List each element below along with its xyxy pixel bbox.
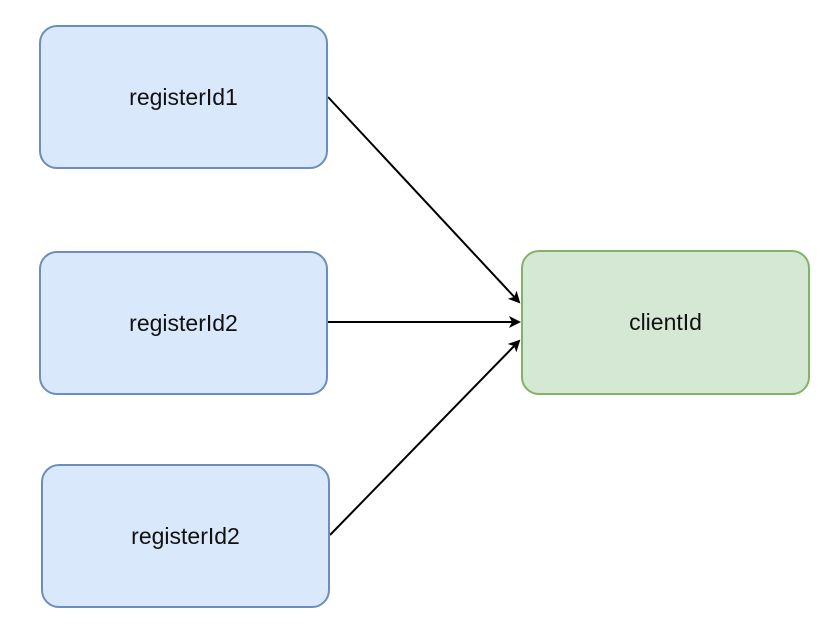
node-label: clientId: [629, 309, 702, 335]
node-label: registerId2: [131, 522, 240, 549]
edge-registerid1-to-clientid: [327, 96, 521, 304]
node-registerid1[interactable]: registerId1: [39, 25, 328, 169]
node-label: registerId1: [129, 83, 238, 110]
node-registerid2[interactable]: registerId2: [39, 251, 328, 395]
node-label: registerId2: [129, 309, 238, 336]
node-clientid[interactable]: clientId: [521, 250, 810, 395]
edge-registerid2b-to-clientid: [329, 339, 521, 536]
node-registerid2-second[interactable]: registerId2: [41, 464, 330, 608]
